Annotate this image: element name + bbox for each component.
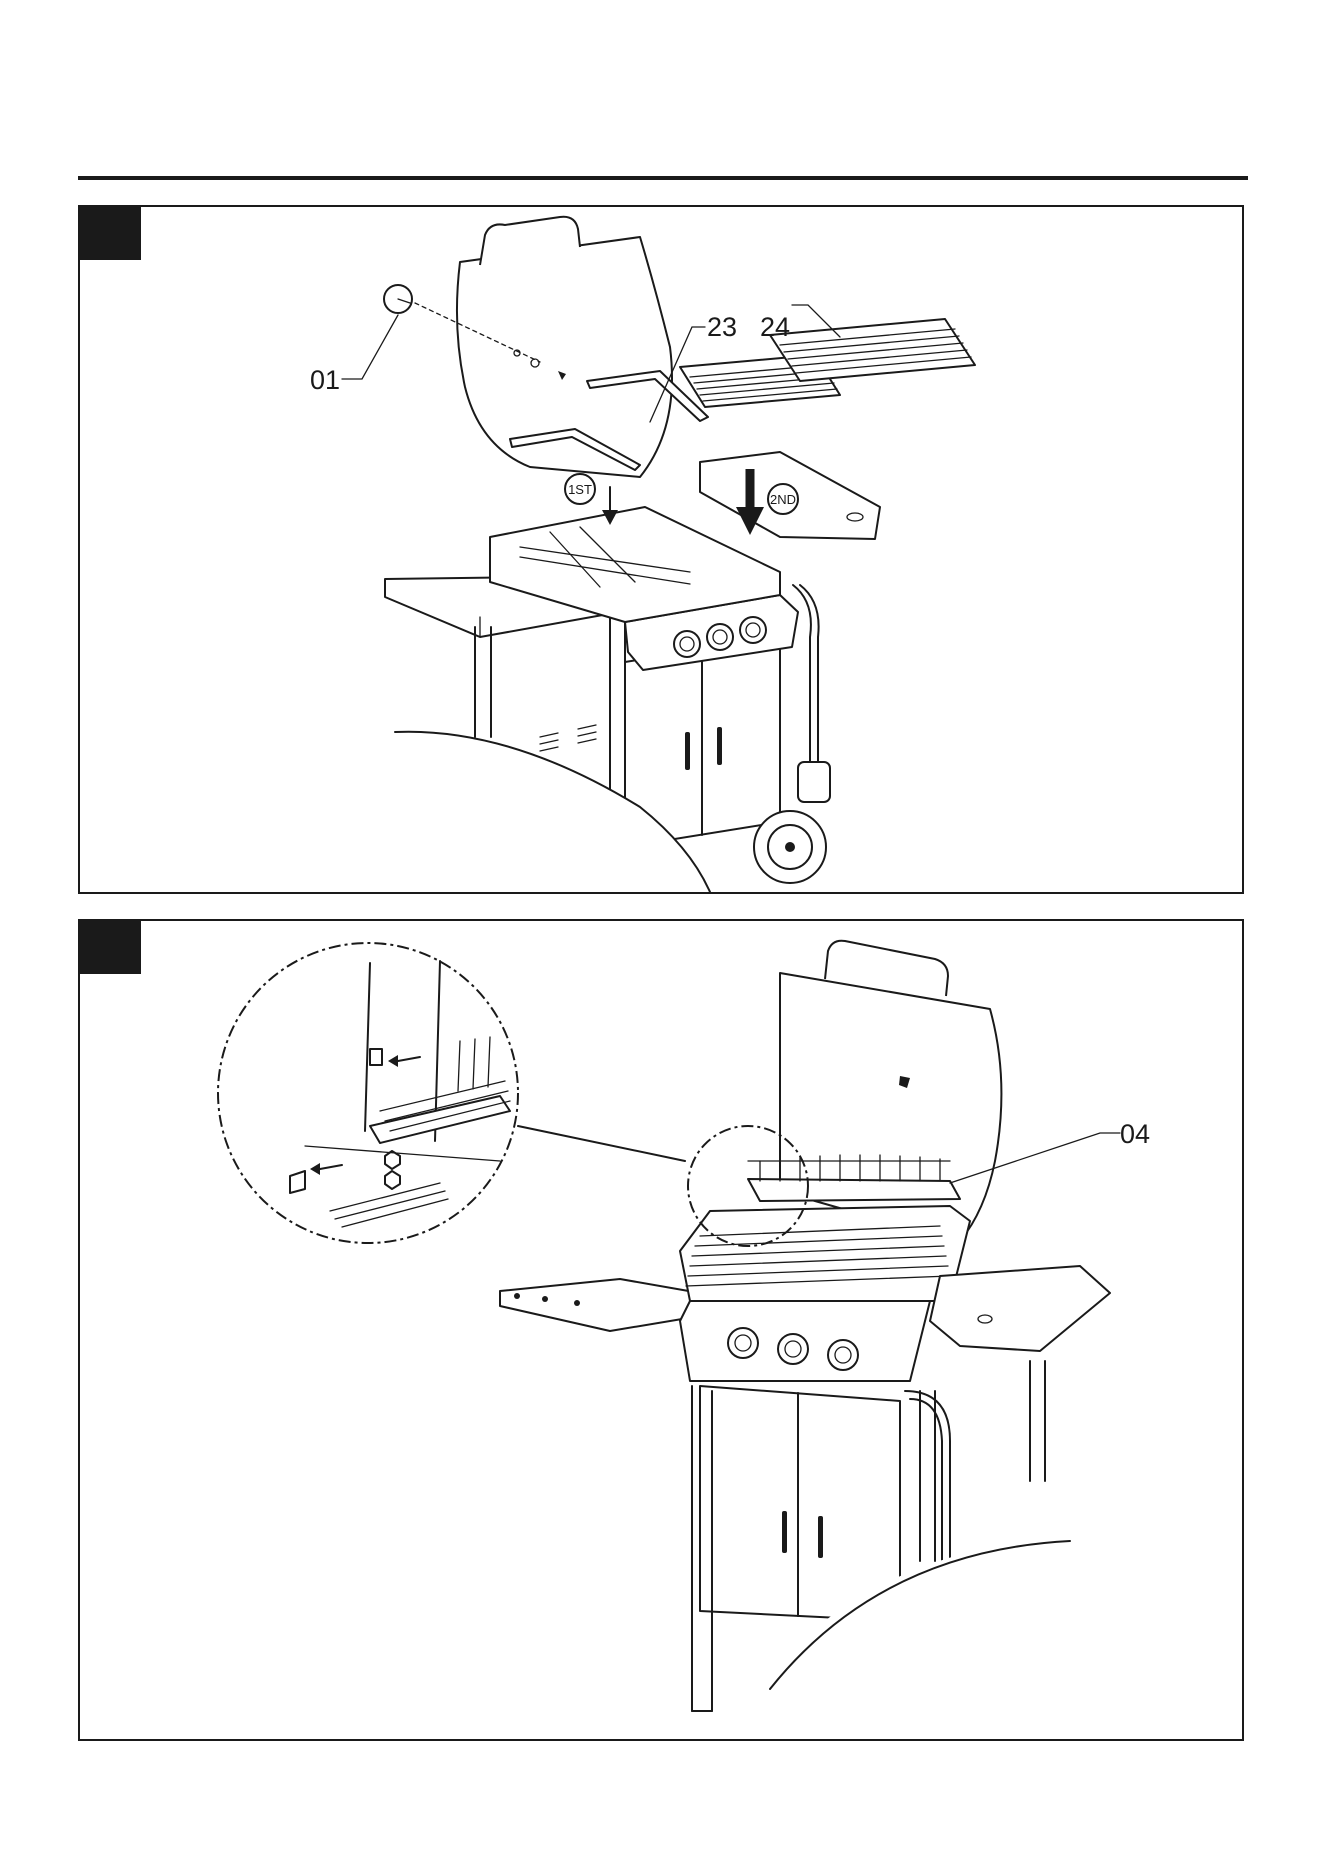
cabinet-handle-left xyxy=(685,732,690,770)
step-2-panel: 04 xyxy=(78,919,1244,1741)
cooking-grate-2 xyxy=(770,319,975,381)
left-side-shelf xyxy=(500,1279,700,1331)
firebox xyxy=(680,1206,970,1301)
lower-shelf-vents xyxy=(540,725,596,751)
callout-04-label: 04 xyxy=(1120,1119,1150,1149)
control-knob-3 xyxy=(828,1340,858,1370)
callout-24-label: 24 xyxy=(760,312,790,342)
cabinet xyxy=(700,1386,900,1621)
badge-1st-label: 1ST xyxy=(568,482,592,497)
control-knob-2 xyxy=(707,624,733,650)
gas-hose xyxy=(905,1391,950,1561)
control-knob-3 xyxy=(740,617,766,643)
callout-01-label: 01 xyxy=(310,365,340,395)
control-knob-1 xyxy=(674,631,700,657)
callout-01-leader xyxy=(342,315,398,379)
step-1-illustration: 1ST 2ND 01 23 24 xyxy=(80,207,1242,892)
cabinet-handle-right xyxy=(818,1516,823,1558)
gas-regulator xyxy=(798,762,830,802)
control-knob-1 xyxy=(728,1328,758,1358)
cabinet-handle-left xyxy=(782,1511,787,1553)
step-1-panel: 1ST 2ND 01 23 24 xyxy=(78,205,1244,894)
right-side-shelf xyxy=(930,1266,1110,1351)
detail-magnifier xyxy=(218,943,518,1243)
callout-23-label: 23 xyxy=(707,312,737,342)
badge-2nd-label: 2ND xyxy=(770,492,796,507)
control-knob-2 xyxy=(778,1334,808,1364)
open-lid xyxy=(457,237,672,477)
cabinet-handle-right xyxy=(717,727,722,765)
step-2-illustration: 04 xyxy=(80,921,1242,1739)
detail-connector-line xyxy=(518,1126,685,1161)
header-rule xyxy=(78,176,1248,180)
